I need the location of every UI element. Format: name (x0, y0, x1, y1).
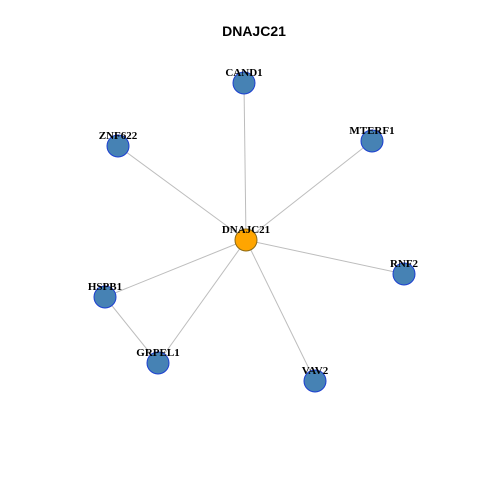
edge-hspb1-grpel1 (104, 296, 159, 364)
node-hspb1[interactable]: HSPB1 (88, 281, 122, 309)
node-label-dnajc21: DNAJC21 (222, 224, 270, 236)
node-label-grpel1: GRPEL1 (136, 347, 179, 359)
node-label-znf622: ZNF622 (99, 130, 138, 142)
node-vav2[interactable]: VAV2 (302, 365, 329, 393)
edge-dnajc21-znf622 (117, 145, 247, 241)
node-label-hspb1: HSPB1 (88, 281, 122, 293)
edge-dnajc21-cand1 (243, 82, 247, 241)
node-grpel1[interactable]: GRPEL1 (136, 347, 180, 375)
node-circle-mterf1[interactable] (360, 129, 384, 153)
node-rnf2[interactable]: RNF2 (390, 258, 419, 286)
edge-dnajc21-hspb1 (104, 239, 247, 298)
node-circle-hspb1[interactable] (93, 285, 117, 309)
edge-dnajc21-rnf2 (245, 239, 405, 275)
edge-dnajc21-grpel1 (157, 239, 247, 364)
node-mterf1[interactable]: MTERF1 (349, 125, 395, 153)
node-circle-vav2[interactable] (303, 369, 327, 393)
node-circle-rnf2[interactable] (392, 262, 416, 286)
node-circle-cand1[interactable] (232, 71, 256, 95)
node-circle-dnajc21[interactable] (234, 228, 258, 252)
node-dnajc21[interactable]: DNAJC21 (222, 224, 270, 252)
node-circle-znf622[interactable] (106, 134, 130, 158)
node-cand1[interactable]: CAND1 (225, 67, 263, 95)
edge-dnajc21-vav2 (245, 239, 316, 382)
edge-dnajc21-mterf1 (245, 140, 373, 241)
diagram-title: DNAJC21 (222, 23, 286, 39)
node-label-mterf1: MTERF1 (349, 125, 394, 137)
node-label-vav2: VAV2 (302, 365, 329, 377)
node-label-cand1: CAND1 (225, 67, 262, 79)
node-label-rnf2: RNF2 (390, 258, 419, 270)
edges-layer (104, 82, 405, 382)
node-circle-grpel1[interactable] (146, 351, 170, 375)
node-znf622[interactable]: ZNF622 (99, 130, 138, 158)
